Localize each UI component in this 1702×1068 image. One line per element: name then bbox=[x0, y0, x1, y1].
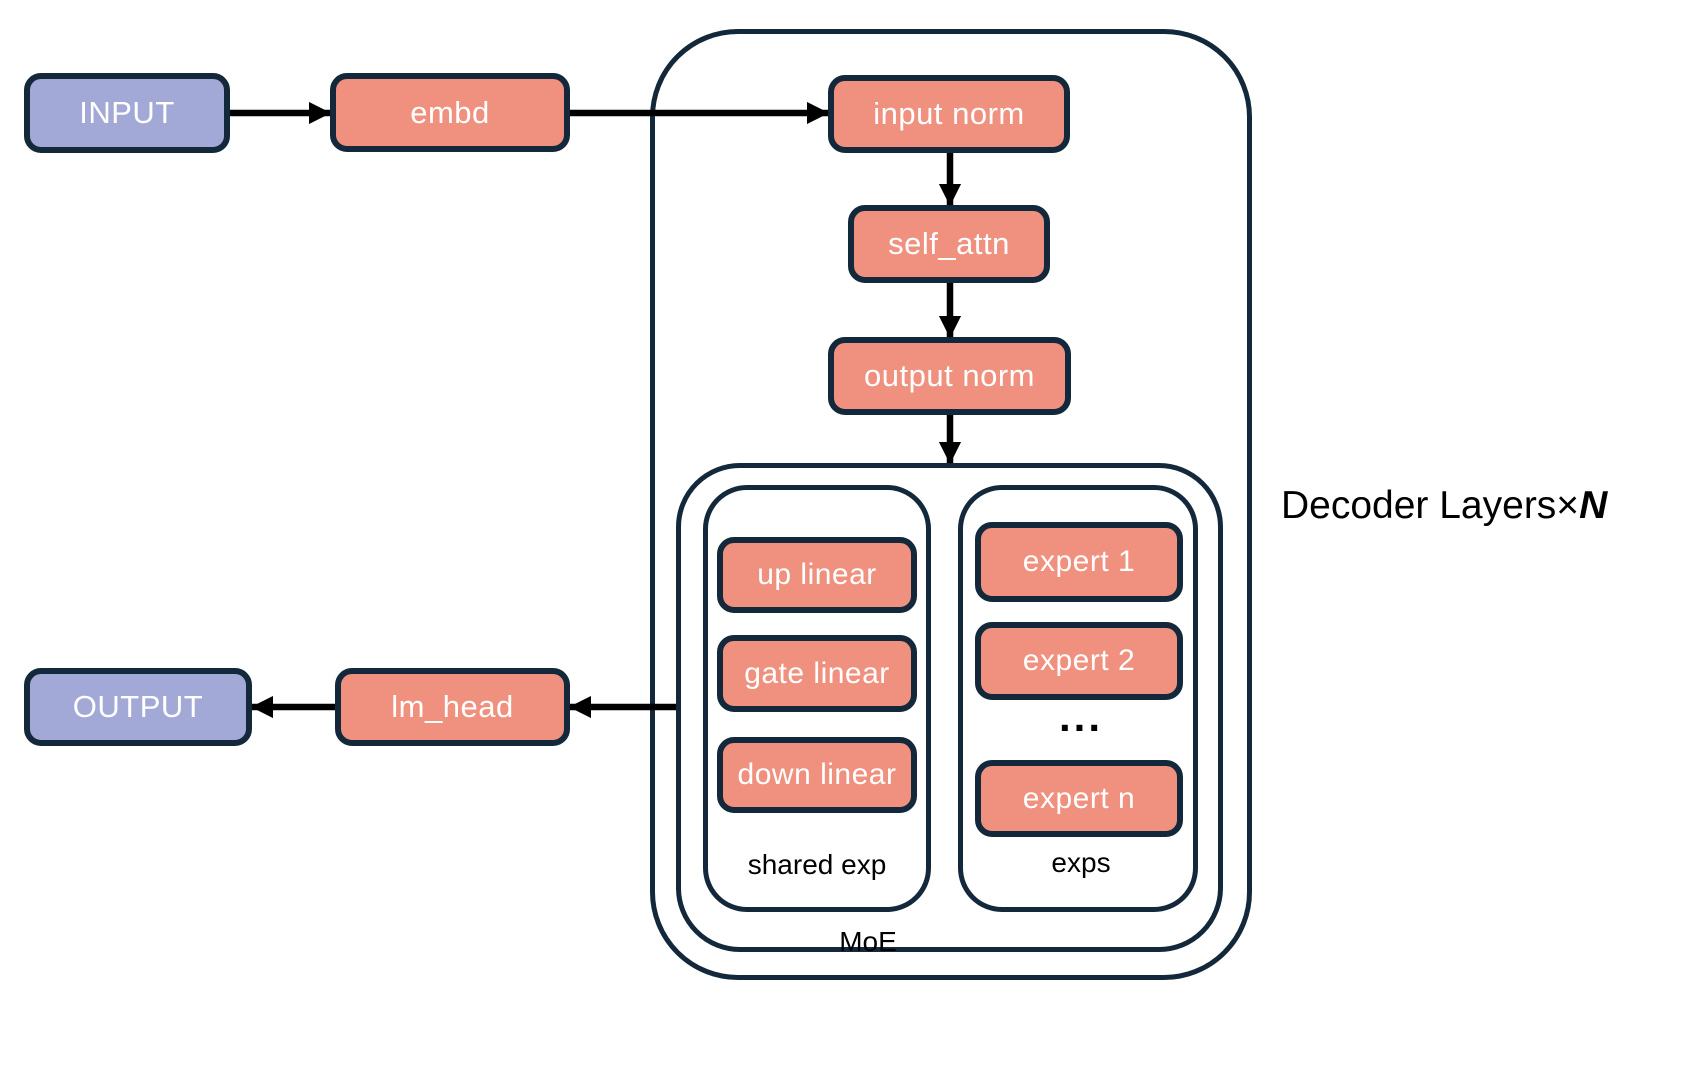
self-attn-node-label: self_attn bbox=[888, 226, 1010, 261]
self-attn-node: self_attn bbox=[848, 205, 1050, 283]
expert-2-node-label: expert 2 bbox=[1022, 644, 1136, 677]
exps-caption: exps bbox=[1051, 847, 1111, 878]
lm-head-node-label: lm_head bbox=[391, 689, 514, 724]
input-node: INPUT bbox=[24, 73, 230, 153]
output-norm-node-label: output norm bbox=[864, 358, 1035, 393]
expert-1-node-label: expert 1 bbox=[1022, 545, 1136, 578]
up-linear-node-label: up linear bbox=[757, 558, 877, 591]
input-node-label: INPUT bbox=[79, 95, 175, 130]
up-linear-node: up linear bbox=[717, 537, 917, 613]
embd-node-label: embd bbox=[410, 94, 490, 130]
decoder-layers-container bbox=[650, 29, 1252, 980]
embd-node: embd bbox=[330, 73, 570, 152]
shared-expert-container bbox=[703, 485, 931, 912]
decoder-layers-caption: Decoder Layers×N bbox=[1281, 483, 1607, 529]
input-norm-node-label: input norm bbox=[873, 96, 1025, 131]
down-linear-node-label: down linear bbox=[737, 758, 897, 791]
lm-head-node: lm_head bbox=[335, 668, 570, 746]
shared-exp-caption: shared exp bbox=[747, 849, 887, 880]
decoder-layers-n-symbol: N bbox=[1579, 484, 1608, 527]
expert-n-node-label: expert n bbox=[1022, 781, 1136, 815]
output-node-label: OUTPUT bbox=[72, 689, 204, 724]
moe-container bbox=[676, 463, 1223, 952]
moe-caption: MoE bbox=[839, 926, 897, 957]
down-linear-node: down linear bbox=[717, 737, 917, 813]
gate-linear-node: gate linear bbox=[717, 635, 917, 712]
input-norm-node: input norm bbox=[828, 75, 1070, 153]
output-norm-node: output norm bbox=[828, 337, 1071, 415]
expert-2-node: expert 2 bbox=[975, 622, 1183, 700]
experts-container bbox=[958, 485, 1198, 912]
output-node: OUTPUT bbox=[24, 668, 252, 746]
decoder-layers-caption-text: Decoder Layers× bbox=[1281, 484, 1580, 527]
experts-ellipsis: ... bbox=[1058, 693, 1104, 740]
gate-linear-node-label: gate linear bbox=[744, 656, 890, 690]
expert-n-node: expert n bbox=[975, 760, 1183, 837]
expert-1-node: expert 1 bbox=[975, 522, 1183, 602]
